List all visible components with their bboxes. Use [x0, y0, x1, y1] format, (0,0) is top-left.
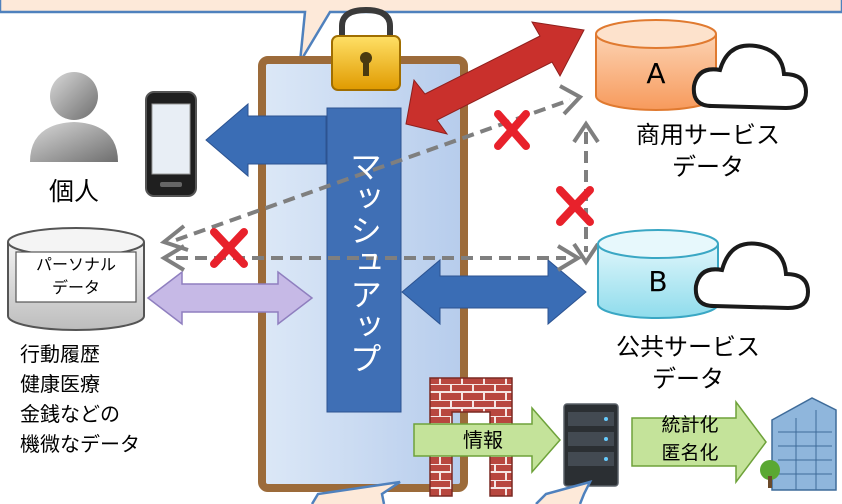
public-data-label-line2: データ	[652, 365, 724, 393]
info-arrow-label: 情報	[463, 428, 503, 452]
brick-wall-icon	[429, 377, 513, 497]
example-data-line-3: 金銭などの	[20, 402, 120, 426]
bottom-callouts	[310, 480, 593, 504]
personal-data-label-line2: データ	[51, 278, 100, 297]
personal-data-exchange-arrow	[146, 270, 314, 326]
commercial-data-label-line1: 商用サービス	[636, 121, 780, 149]
example-data-line-1: 行動履歴	[20, 342, 100, 366]
server-icon	[563, 403, 619, 487]
smartphone-icon	[145, 91, 197, 197]
building-icon	[760, 397, 837, 491]
stats-label-line1: 統計化	[661, 414, 719, 436]
mashup-label: マッシュアップ	[345, 150, 383, 374]
commercial-data-exchange-arrow	[405, 21, 585, 135]
top-callout	[0, 0, 842, 63]
blocked-link-heads	[159, 84, 600, 272]
public-data-db	[597, 229, 719, 319]
person-label: 個人	[48, 177, 99, 206]
db-a-label: A	[646, 57, 666, 90]
public-data-exchange-arrow	[401, 258, 587, 326]
public-data-label-line1: 公共サービス	[616, 333, 760, 361]
cloud-icon	[693, 241, 811, 311]
info-arrow	[413, 406, 561, 474]
example-data-line-2: 健康医療	[20, 372, 100, 396]
cross-icon	[210, 228, 248, 268]
personal-data-label-line1: パーソナル	[35, 255, 116, 274]
stats-label-line2: 匿名化	[661, 442, 719, 464]
personal-data-db	[7, 227, 145, 331]
cross-icon	[556, 186, 594, 226]
cloud-icon	[691, 43, 809, 111]
lock-icon	[331, 6, 401, 91]
person-icon	[30, 72, 118, 162]
stats-arrow	[631, 399, 767, 485]
commercial-data-label-line2: データ	[672, 153, 744, 181]
db-b-label: B	[648, 265, 668, 298]
arrow-to-smartphone	[205, 102, 327, 178]
example-data-line-4: 機微なデータ	[20, 432, 140, 456]
cross-icon	[494, 110, 530, 150]
